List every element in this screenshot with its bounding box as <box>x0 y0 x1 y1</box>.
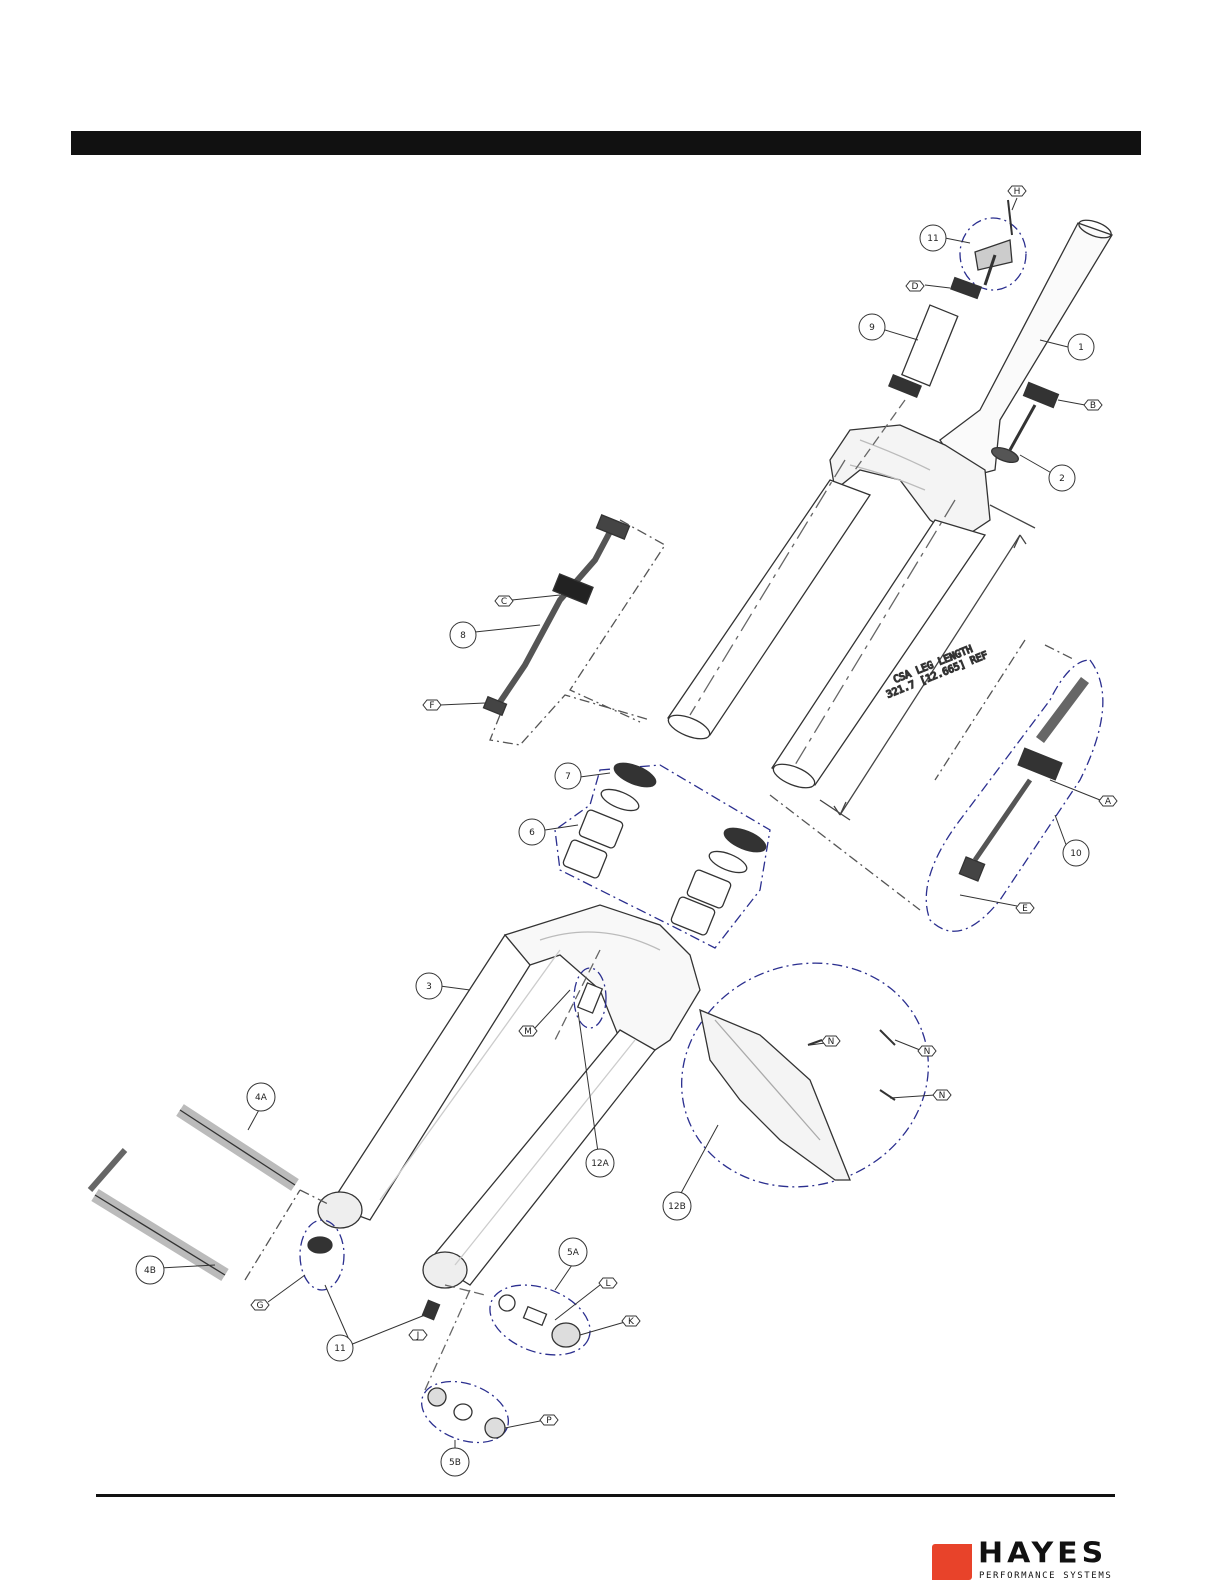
svg-text:E: E <box>1022 904 1028 914</box>
svg-text:5A: 5A <box>567 1248 580 1258</box>
callout-l: L <box>599 1278 617 1289</box>
callout-b: B <box>1084 400 1102 411</box>
callout-labels: H 11 D 9 1 B 2 C 8 F 7 6 A 10 E 3 M N N … <box>136 186 1117 1476</box>
callout-12a: 12A <box>586 1149 614 1177</box>
callout-4a: 4A <box>247 1083 275 1111</box>
damper-cartridge-group <box>770 640 1103 931</box>
svg-text:11: 11 <box>334 1344 345 1354</box>
svg-text:8: 8 <box>460 631 466 641</box>
svg-text:J: J <box>416 1331 420 1341</box>
callout-5b: 5B <box>441 1448 469 1476</box>
svg-text:10: 10 <box>1070 849 1082 859</box>
svg-text:1: 1 <box>1078 343 1084 353</box>
callout-j: J <box>409 1330 427 1341</box>
svg-text:4A: 4A <box>255 1093 268 1103</box>
callout-7: 7 <box>555 763 581 789</box>
callout-9: 9 <box>859 314 885 340</box>
callout-8: 8 <box>450 622 476 648</box>
axle-parts <box>90 1110 330 1280</box>
callout-f: F <box>423 700 441 711</box>
callout-e: E <box>1016 903 1034 914</box>
svg-text:F: F <box>429 701 434 711</box>
part-j <box>422 1300 439 1319</box>
callout-n-2: N <box>918 1046 936 1057</box>
callout-5a: 5A <box>559 1238 587 1266</box>
callout-12b: 12B <box>663 1192 691 1220</box>
logo-mark <box>932 1544 972 1580</box>
svg-text:N: N <box>828 1037 835 1047</box>
footer-rule <box>96 1494 1115 1497</box>
callout-h: H <box>1008 186 1026 197</box>
svg-text:11: 11 <box>927 234 938 244</box>
shaft-assembly <box>483 515 665 745</box>
callout-4b: 4B <box>136 1256 164 1284</box>
svg-text:6: 6 <box>529 828 535 838</box>
callout-10: 10 <box>1063 840 1089 866</box>
callout-6: 6 <box>519 819 545 845</box>
fender-group <box>650 929 960 1221</box>
top-cap-group <box>951 200 1026 298</box>
svg-text:A: A <box>1105 797 1112 807</box>
svg-text:5B: 5B <box>449 1458 461 1468</box>
svg-text:M: M <box>524 1027 532 1037</box>
svg-text:3: 3 <box>426 982 432 992</box>
axle-knob-group <box>300 1220 344 1290</box>
callout-1: 1 <box>1068 334 1094 360</box>
callout-11-top: 11 <box>920 225 946 251</box>
leader-lines <box>160 198 1100 1455</box>
svg-text:B: B <box>1090 401 1096 411</box>
callout-c: C <box>495 596 513 607</box>
lower-leg-part <box>318 905 700 1288</box>
svg-text:H: H <box>1014 187 1021 197</box>
callout-p: P <box>540 1415 558 1426</box>
svg-text:N: N <box>924 1047 931 1057</box>
svg-text:4B: 4B <box>144 1266 156 1276</box>
callout-a: A <box>1099 796 1117 807</box>
svg-text:G: G <box>257 1301 264 1311</box>
callout-n-3: N <box>933 1090 951 1101</box>
callout-k: K <box>622 1316 640 1327</box>
svg-text:P: P <box>546 1416 552 1426</box>
callout-m: M <box>519 1026 537 1037</box>
callout-11-bottom: 11 <box>327 1335 353 1361</box>
svg-text:N: N <box>939 1091 946 1101</box>
svg-text:9: 9 <box>869 323 875 333</box>
hayes-logo: HAYES PERFORMANCE SYSTEMS <box>932 1540 1122 1584</box>
svg-text:12A: 12A <box>591 1159 609 1169</box>
logo-tagline: PERFORMANCE SYSTEMS <box>979 1571 1112 1581</box>
svg-text:7: 7 <box>565 772 571 782</box>
callout-g: G <box>251 1300 269 1311</box>
svg-text:L: L <box>605 1279 610 1289</box>
callout-2: 2 <box>1049 465 1075 491</box>
callout-n-1: N <box>822 1036 840 1047</box>
logo-brand-name: HAYES <box>978 1539 1107 1569</box>
axle-nut-group-5a <box>445 1272 600 1368</box>
svg-text:C: C <box>501 597 507 607</box>
svg-text:2: 2 <box>1059 474 1065 484</box>
callout-3: 3 <box>416 973 442 999</box>
svg-text:12B: 12B <box>668 1202 686 1212</box>
callout-d: D <box>906 281 924 292</box>
svg-text:D: D <box>912 282 919 292</box>
